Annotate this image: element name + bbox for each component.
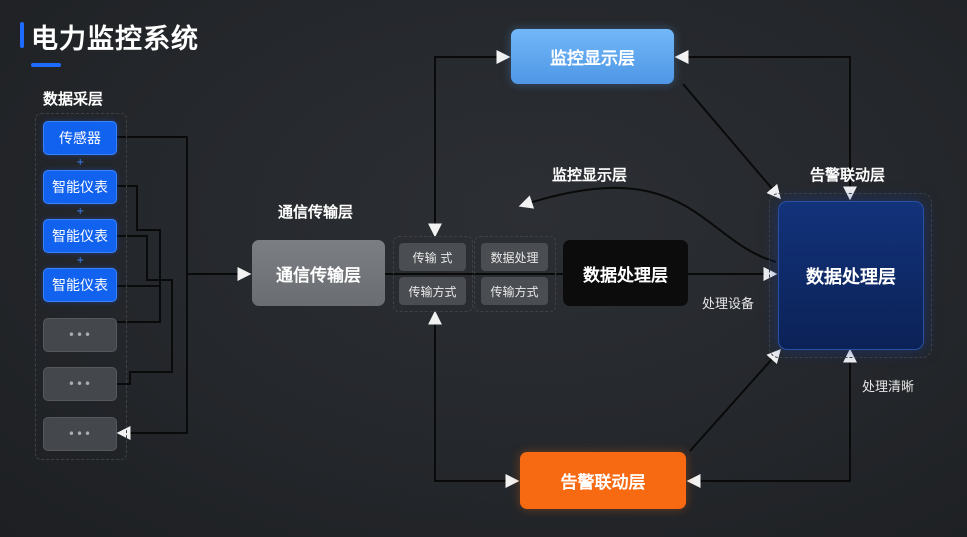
meter-node: 智能仪表 (43, 219, 117, 253)
transport-mode-box: 传输方式 (399, 277, 466, 305)
title-accent-bar (20, 22, 24, 48)
monitor-diag-arrow (682, 83, 781, 200)
placeholder-node: ••• (43, 417, 117, 451)
monitor-right-line (674, 50, 857, 201)
process-clear-label: 处理清晰 (862, 380, 915, 395)
transport-mode-panel (393, 236, 473, 312)
collect-link-a (117, 185, 161, 323)
sensor-node: 传感器 (43, 121, 117, 155)
alarm-right-line (686, 348, 857, 488)
process-device-label: 处理设备 (702, 297, 755, 312)
collect-layer-label: 数据采层 (43, 90, 104, 108)
data-process-panel (474, 236, 556, 312)
placeholder-node: ••• (43, 318, 117, 352)
data-process-box: 数据处理 (481, 243, 548, 271)
monitor-layer-label: 监控显示层 (552, 166, 628, 184)
process-main-panel (769, 193, 932, 358)
plus-icon: + (76, 206, 85, 217)
collect-bus-line (116, 136, 188, 440)
collect-panel (35, 113, 127, 460)
title-underline (31, 63, 61, 67)
plus-icon: + (76, 157, 85, 168)
monitor-left-line (428, 50, 511, 238)
meter-node: 智能仪表 (43, 170, 117, 204)
transport-mode-box: 传输方式 (481, 277, 548, 305)
alarm-left-line (428, 310, 520, 488)
process-main-box: 数据处理层 (778, 201, 924, 350)
alarm-diag-arrow (689, 348, 781, 452)
plus-icon: + (76, 255, 85, 266)
placeholder-node: ••• (43, 367, 117, 401)
collect-link-b (116, 235, 173, 385)
monitor-layer-box: 监控显示层 (511, 29, 674, 84)
feedback-curve (518, 187, 777, 263)
process-layer-box: 数据处理层 (563, 240, 688, 306)
page-title: 电力监控系统 (31, 24, 199, 55)
comm-layer-label: 通信传输层 (278, 203, 354, 221)
alarm-layer-label: 告警联动层 (810, 166, 886, 184)
comm-layer-box: 通信传输层 (252, 240, 385, 306)
transport-mode-box: 传输 式 (399, 243, 466, 271)
alarm-layer-box: 告警联动层 (520, 452, 686, 509)
meter-node: 智能仪表 (43, 268, 117, 302)
